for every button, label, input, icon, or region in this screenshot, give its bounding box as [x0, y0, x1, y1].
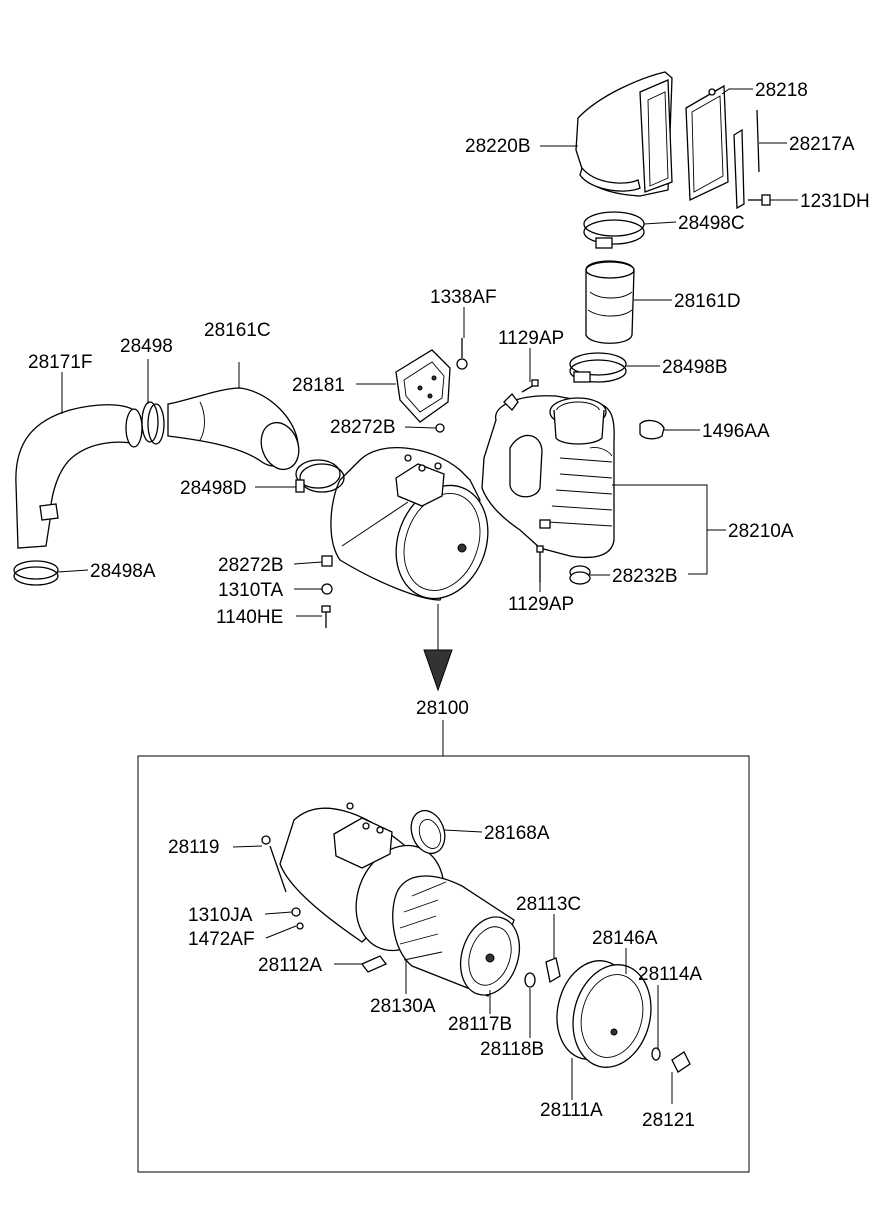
label-28498: 28498: [120, 336, 173, 357]
assembly-28100-box: [137, 755, 750, 1173]
label-28130A: 28130A: [370, 996, 436, 1017]
label-28121: 28121: [642, 1110, 695, 1131]
label-1310JA: 1310JA: [188, 905, 253, 926]
label-28111A: 28111A: [540, 1100, 603, 1121]
part-28498C-hose-clamp: [583, 211, 645, 249]
part-28146A-cover: [572, 964, 652, 1068]
part-28498B-hose-clamp: [569, 352, 627, 383]
label-28100: 28100: [416, 698, 469, 719]
part-28220B-intake-duct: [575, 71, 673, 197]
label-28117B: 28117B: [448, 1014, 512, 1035]
label-28118B: 28118B: [480, 1039, 544, 1060]
label-1496AA: 1496AA: [702, 421, 770, 442]
part-1140HE-bolt: [321, 605, 331, 628]
label-28146A: 28146A: [592, 928, 658, 949]
leader-lines: [57, 88, 798, 1104]
part-28119-pin: [261, 835, 287, 893]
part-28114A-washer: [651, 1047, 661, 1061]
part-air-cleaner-body: [330, 447, 489, 601]
part-1129AP-bolt-bottom: [536, 545, 544, 582]
label-28112A: 28112A: [258, 955, 322, 976]
part-1231DH-screw: [748, 194, 771, 206]
part-28498A-clamp: [13, 560, 59, 586]
part-28498D-clamp: [295, 459, 345, 493]
part-28498-clamp: [141, 401, 165, 445]
assembly-arrow: [423, 604, 453, 756]
label-28498A: 28498A: [90, 561, 156, 582]
part-28171F-intake-hose: [15, 404, 143, 549]
part-28121-wingnut: [671, 1051, 691, 1073]
part-28218-gasket: [685, 84, 729, 202]
label-1140HE: 1140HE: [216, 607, 283, 628]
label-28498B: 28498B: [662, 357, 728, 378]
part-28161D-hose: [585, 260, 635, 344]
label-1472AF: 1472AF: [188, 929, 255, 950]
part-1472AF-washer: [296, 922, 304, 930]
label-28498C: 28498C: [678, 213, 745, 234]
part-28272B-top: [435, 423, 445, 433]
part-28130A-filter-element: [392, 875, 521, 997]
label-1231DH: 1231DH: [800, 191, 870, 212]
part-1310TA-nut: [321, 583, 333, 595]
part-labels: 28218 28220B 28217A 1231DH 28498C 28161D…: [28, 80, 870, 1131]
label-1310TA: 1310TA: [218, 580, 283, 601]
part-28232B-grommet: [569, 565, 591, 585]
label-28220B: 28220B: [465, 136, 531, 157]
label-28168A: 28168A: [484, 823, 550, 844]
label-28171F: 28171F: [28, 352, 92, 373]
part-1129AP-bolt-top: [521, 379, 539, 393]
label-28161C: 28161C: [204, 320, 271, 341]
part-28118B-washer: [524, 972, 536, 988]
part-28217A-seal: [733, 109, 760, 210]
label-28218: 28218: [755, 80, 808, 101]
part-1338AF-bolt: [456, 338, 468, 370]
label-28498D: 28498D: [180, 478, 247, 499]
part-28161C-hose: [167, 387, 300, 471]
label-28114A: 28114A: [638, 964, 702, 985]
label-1129AP-bottom: 1129AP: [508, 594, 574, 615]
label-28217A: 28217A: [789, 134, 855, 155]
label-1338AF: 1338AF: [430, 287, 497, 308]
label-1129AP-top: 1129AP: [498, 328, 564, 349]
part-1310JA-nut: [291, 907, 301, 917]
label-28181: 28181: [292, 375, 345, 396]
label-28210A: 28210A: [728, 521, 794, 542]
label-28232B: 28232B: [612, 566, 678, 587]
part-28168A-ring: [410, 809, 446, 855]
label-28119: 28119: [168, 837, 219, 858]
label-28272B-top: 28272B: [330, 417, 396, 438]
part-28210A-air-cleaner-housing: [481, 393, 615, 559]
part-28181-bracket: [395, 349, 451, 423]
label-28113C: 28113C: [516, 894, 581, 915]
part-28272B-bottom: [321, 555, 333, 567]
label-28272B-bottom: 28272B: [218, 555, 284, 576]
part-28113C-wingnut: [545, 957, 561, 984]
label-28161D: 28161D: [674, 291, 741, 312]
part-28112A-clip: [360, 955, 388, 973]
part-1496AA-clip: [639, 419, 665, 440]
